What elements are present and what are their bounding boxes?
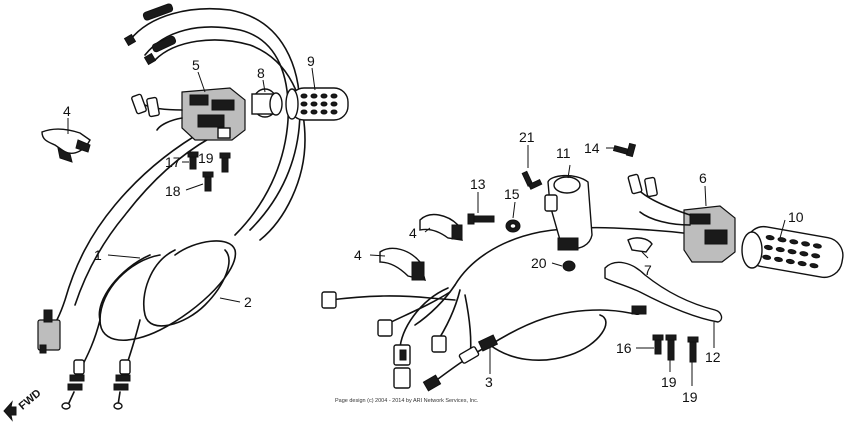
part-6-switch-housing-right [627,173,736,263]
part-12-brake-lever [604,261,723,323]
callout-10: 10 [788,209,804,225]
callout-15: 15 [504,186,520,202]
part-8-collar [251,88,283,118]
callout-3: 3 [485,374,493,390]
throttle-cables-left [123,3,306,241]
callout-19-left: 19 [198,150,214,166]
forward-label: FWD [17,387,44,412]
small-parts-right [467,142,699,363]
screws-17-18-19 [187,151,231,192]
callout-4-mid: 4 [409,225,417,241]
callout-19-right: 19 [682,389,698,405]
callout-12: 12 [705,349,721,365]
callout-6: 6 [699,170,707,186]
callout-9: 9 [307,53,315,69]
callout-2: 2 [244,294,252,310]
callout-11: 11 [556,145,571,161]
callout-5: 5 [192,57,200,73]
part-3-cable [422,305,647,392]
part-9-grip-left [285,87,349,121]
callout-18: 18 [165,183,181,199]
copyright-text: Page design (c) 2004 - 2014 by ARI Netwo… [335,398,479,404]
callout-8: 8 [257,65,265,81]
callout-17: 17 [165,154,181,170]
callout-21: 21 [519,129,535,145]
callout-4-left: 4 [63,103,71,119]
part-4-clamp-left [41,128,91,163]
callout-13: 13 [470,176,486,192]
callout-1: 1 [94,247,102,263]
part-5-switch-housing-left [131,87,246,141]
callout-4-lower: 4 [354,247,362,263]
callout-numbers: 1 2 3 4 4 4 5 6 7 8 9 10 11 12 13 14 15 … [63,53,804,405]
part-11-master-cylinder [544,174,593,251]
callout-19-mid: 19 [661,374,677,390]
callout-7: 7 [644,262,652,278]
callout-14: 14 [584,140,600,156]
cable-2-throttle-loops [61,240,237,410]
callout-20: 20 [531,255,547,271]
forward-arrow-icon [3,400,17,422]
forward-direction-indicator: FWD [3,387,44,422]
cable-1-clutch [37,129,211,354]
part-10-grip-right [741,225,844,279]
callout-16: 16 [616,340,632,356]
part-4-clamps-right [379,213,463,281]
leader-lines [67,67,786,386]
